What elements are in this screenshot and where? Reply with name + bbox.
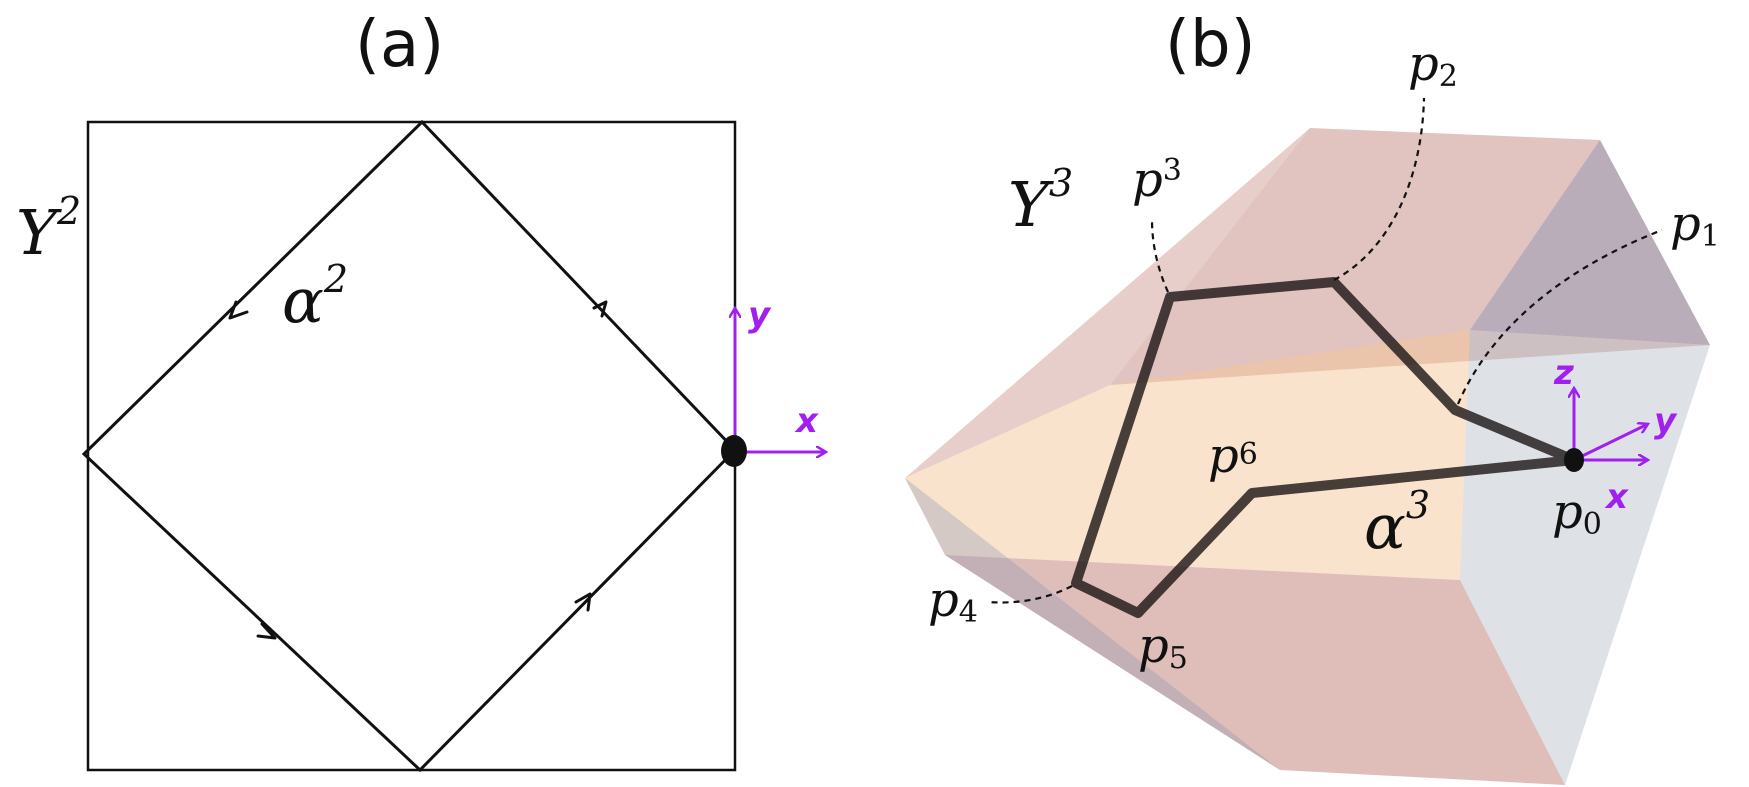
direction-arrow-lower-left	[256, 622, 277, 640]
panel-a: (a) Y2 α2 y x	[16, 8, 826, 773]
direction-arrow-upper-right	[592, 300, 608, 318]
face-bottom	[945, 555, 1565, 785]
axis-y-label-3d: y	[1654, 401, 1678, 441]
panel-b-label: (b)	[1165, 8, 1256, 82]
leader-p1	[1456, 228, 1663, 405]
point-label-p6: p6	[1208, 428, 1258, 484]
face-front-left	[905, 330, 1470, 580]
axis-y-arrow-3d	[1573, 424, 1648, 462]
direction-arrow-upper-left	[228, 300, 249, 320]
panel-b: (b) Y3 p0 p1 p2 p3 p4 p5 p6 α3	[905, 8, 1720, 785]
point-label-p2: p2	[1408, 36, 1458, 94]
curve-label-alpha2: α2	[282, 257, 348, 337]
axis-y-label: y	[748, 295, 772, 335]
panel-a-label: (a)	[355, 8, 444, 82]
axis-x-label: x	[794, 401, 819, 441]
loop-alpha2	[81, 119, 738, 773]
loop-alpha3	[1071, 277, 1579, 618]
point-label-p4: p4	[928, 572, 978, 630]
torus-square	[86, 120, 737, 772]
face-bottom-left	[905, 478, 1280, 770]
leader-p4	[987, 585, 1073, 604]
space-label-y3: Y3	[1008, 161, 1073, 241]
point-label-p5: p5	[1138, 618, 1188, 676]
leader-p2	[1333, 97, 1426, 281]
point-label-p0: p0	[1552, 484, 1602, 542]
polyhedron	[905, 128, 1710, 785]
point-label-p1: p1	[1670, 196, 1720, 254]
base-point-p0	[1564, 448, 1584, 472]
leader-p3	[1150, 219, 1170, 293]
face-top-left	[905, 128, 1310, 478]
face-top-right	[1470, 140, 1710, 345]
base-point	[721, 435, 747, 467]
axis-z-label-3d: z	[1553, 353, 1574, 393]
space-label-y2: Y2	[16, 189, 81, 269]
axis-x-label-3d: x	[1604, 477, 1629, 517]
direction-arrow-lower-right	[574, 592, 592, 612]
point-label-p3: p3	[1132, 152, 1182, 208]
curve-label-alpha3: α3	[1364, 483, 1430, 563]
